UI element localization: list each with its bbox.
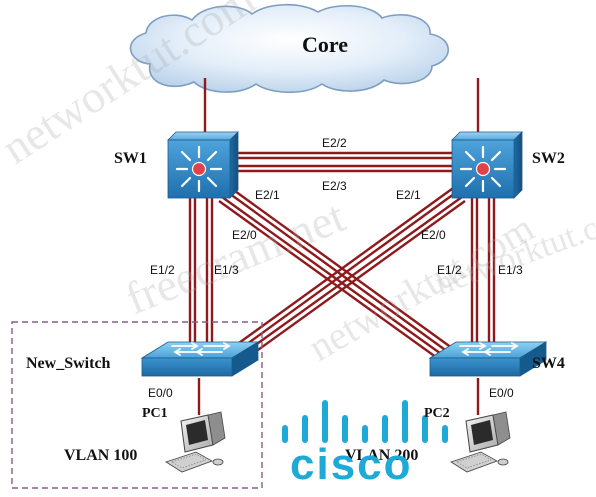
link-sw2-newswitch-e21-b [235, 190, 459, 353]
port-label-sw1-e21: E2/1 [255, 188, 280, 202]
new-switch-workgroup-switch-icon[interactable] [140, 341, 260, 377]
port-label-sw1-sw2-e23: E2/3 [322, 179, 347, 193]
new-switch-label: New_Switch [26, 355, 111, 372]
pc1-computer-icon[interactable] [165, 411, 226, 473]
pc2-computer-icon[interactable] [450, 411, 511, 473]
port-label-sw2-e20: E2/0 [421, 228, 446, 242]
sw2-multilayer-switch-icon[interactable] [451, 131, 523, 199]
sw1-label: SW1 [114, 150, 147, 167]
port-label-new-switch-e00: E0/0 [148, 386, 173, 400]
port-label-sw2-e12: E1/2 [437, 263, 462, 277]
sw1-multilayer-switch-icon[interactable] [167, 131, 239, 199]
port-label-sw1-e20: E2/0 [232, 228, 257, 242]
link-sw2-newswitch-e20-a [239, 196, 463, 357]
cisco-logo-bars [282, 400, 448, 443]
cisco-logo-text: cisco [290, 440, 413, 489]
new-switch-boundary [11, 321, 263, 489]
link-sw1-sw4-e20-a [221, 196, 445, 357]
sw2-label: SW2 [532, 150, 565, 167]
pc2-label: PC2 [424, 406, 450, 421]
port-label-sw1-e13: E1/3 [214, 263, 239, 277]
link-sw2-newswitch-e21-a [231, 185, 457, 349]
pc1-vlan-label: VLAN 100 [64, 447, 138, 464]
core-cloud-label: Core [302, 32, 349, 57]
link-sw2-newswitch-e20-b [243, 200, 466, 361]
port-label-sw2-e21: E2/1 [396, 188, 421, 202]
core-cloud [129, 3, 449, 94]
link-sw1-sw4-e20-b [218, 200, 441, 361]
links [188, 78, 496, 415]
pc1-label: PC1 [142, 406, 168, 421]
sw4-workgroup-switch-icon[interactable] [428, 341, 548, 377]
port-label-sw1-sw2-e22: E2/2 [322, 136, 347, 150]
port-label-sw1-e12: E1/2 [150, 263, 175, 277]
link-sw1-sw4-e21-a [227, 185, 453, 349]
sw4-label: SW4 [532, 355, 565, 372]
port-label-sw2-e13: E1/3 [498, 263, 523, 277]
pc2-vlan-label: VLAN 200 [345, 447, 419, 464]
port-label-sw4-e00: E0/0 [489, 386, 514, 400]
